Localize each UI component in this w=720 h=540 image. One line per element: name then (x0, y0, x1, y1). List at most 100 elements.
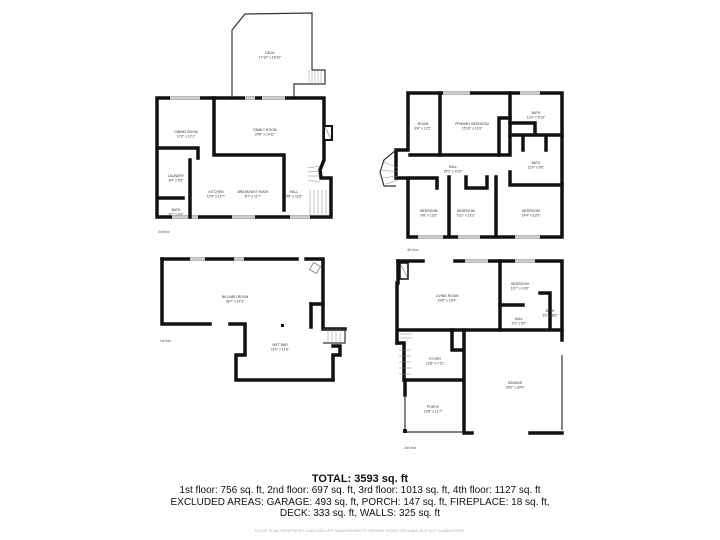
floor-label: 2nd floor (404, 446, 417, 450)
wall-laundry (156, 146, 200, 160)
floor-label: 1st floor (160, 339, 172, 343)
room-dimensions: 23'6" x 15'4" (438, 299, 457, 303)
room-name: LAUNDRY (168, 174, 185, 178)
area-summary: TOTAL: 3593 sq. ft 1st floor: 756 sq. ft… (0, 473, 720, 533)
room-name: BATH (172, 208, 181, 212)
room-name: FOYER (429, 357, 441, 361)
exterior-walls (394, 91, 564, 239)
room-name: BILLIARD ROOM (222, 295, 249, 299)
floor-label: 4th floor (407, 248, 419, 252)
porch-outline (404, 395, 462, 433)
exterior-walls (155, 96, 333, 219)
room-name: DECK (265, 51, 275, 55)
room-name: BEDROOM (457, 209, 475, 213)
room-name: ROOM (418, 122, 429, 126)
room-name: HALL (290, 190, 299, 194)
room-dimensions: 9'1" x 5'0" (512, 322, 528, 326)
room-name: KITCHEN (209, 190, 224, 194)
deck-outline (231, 12, 313, 98)
room-dimensions: 15'10" x 13'3" (462, 127, 483, 131)
wall-bed1 (408, 176, 439, 190)
room-dimensions: 9'11" x 13'2" (457, 214, 476, 218)
room-dimensions: 36'7" x 14'3" (226, 300, 245, 304)
room-name: LIVING ROOM (436, 294, 459, 298)
room-name: GARAGE (508, 381, 523, 385)
room-dimensions: 14'4" x 13'5" (522, 214, 541, 218)
excluded-areas-2: DECK: 333 sq. ft, WALLS: 325 sq. ft (279, 508, 441, 519)
fireplace (308, 261, 322, 275)
wall-closet (497, 116, 512, 157)
disclaimer: FLOOR PLAN CREATED BY CUBICASA APP. MEAS… (254, 528, 466, 533)
room-name: BEDROOM (522, 209, 540, 213)
room-name: BEDROOM (420, 209, 438, 213)
wall-bed2-closet (464, 175, 489, 190)
room-dimensions: 5'6" x 11'8" (286, 195, 303, 199)
room-dimensions: 11'0" x 9'6" (528, 166, 545, 170)
plan-1st-floor: 1st floor (160, 257, 347, 382)
room-dimensions: 11'0" x 5'10" (527, 116, 546, 120)
stairs (323, 328, 346, 344)
room-dimensions: 17'10" x 18'10" (259, 56, 282, 60)
stairs (399, 333, 412, 375)
deck-stairs (293, 69, 326, 98)
room-dimensions: 9'8" x 13'2" (421, 214, 439, 218)
room-dimensions: 6'0" x 5'6" (169, 179, 185, 183)
room-name: WET BAR (272, 343, 288, 347)
room-dimensions: 24'8" x 14'11" (255, 133, 276, 137)
wall-bath1 (508, 121, 537, 135)
stairs (307, 165, 327, 216)
room-name: BATH (546, 309, 555, 313)
plan-2nd-floor: 2nd floor (395, 259, 564, 450)
room-name: HALL (515, 317, 524, 321)
floor-areas: 1st floor: 756 sq. ft, 2nd floor: 697 sq… (179, 485, 541, 496)
room-name: BATH (532, 111, 541, 115)
exterior-walls (453, 259, 502, 332)
wall-wetbar (228, 322, 335, 382)
room-dimensions: 21'0" x 12'6" (271, 348, 290, 352)
room-dimensions: 12'5" x 11'7" (207, 195, 226, 199)
room-dimensions: 8'7" x 11'7" (245, 195, 262, 199)
room-dimensions: 6'2" x 8'6" (543, 314, 559, 318)
wall-family (212, 96, 286, 212)
room-name: HALL (449, 165, 458, 169)
excluded-areas-1: EXCLUDED AREAS: GARAGE: 493 sq. ft, PORC… (170, 496, 550, 508)
room-dimensions: 13'8" x 11'7" (424, 410, 443, 414)
room-dimensions: 23'0" x 20'9" (506, 386, 525, 390)
room-dimensions: 13'7" x 10'0" (511, 287, 530, 291)
wall-primary (438, 91, 512, 157)
total-area: TOTAL: 3593 sq. ft (311, 473, 409, 485)
room-name: BEDROOM (511, 282, 529, 286)
plan-4th-floor: 4th floor (379, 91, 564, 252)
deck-stair-treads (308, 70, 322, 84)
room-name: BREAKFAST NOOK (238, 190, 270, 194)
room-dimensions: 12'8" x 7'11" (426, 362, 445, 366)
curved-stairs (379, 149, 397, 187)
room-name: PRIMARY BEDROOM (455, 122, 489, 126)
room-name: FAMILY ROOM (253, 128, 276, 132)
room-name: DINING ROOM (174, 130, 198, 134)
room-name: PORCH (427, 405, 440, 409)
room-dimensions: 6'7" x 4'3" (169, 213, 185, 217)
